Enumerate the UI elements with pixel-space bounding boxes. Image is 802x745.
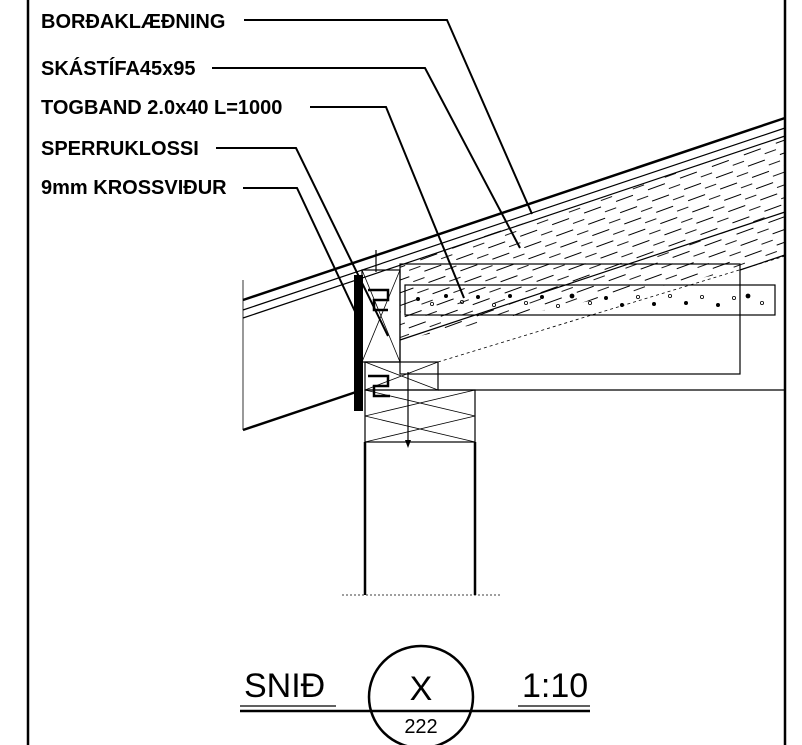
leader-tie-strap [310,106,465,299]
nail [375,250,411,448]
leader-rafter-block [216,147,389,337]
scale-label: 1:10 [522,667,588,705]
rafter-block [361,269,401,398]
label-plywood: 9mm KROSSVIÐUR [41,177,227,199]
tie-strap [404,284,776,316]
section-marker-circle [367,644,475,745]
plywood-sheathing [354,275,363,411]
drawing-frame [26,0,787,745]
wall-top-plate [364,361,476,443]
label-brace: SKÁSTÍFA45x95 [41,57,196,80]
callout-labels: BORÐAKLÆÐNING SKÁSTÍFA45x95 TOGBAND 2.0x… [41,11,282,199]
wall-stud [342,442,500,596]
leader-plywood [243,187,360,321]
label-tie-strap: TOGBAND 2.0x40 L=1000 [41,97,282,119]
label-rafter-block: SPERRUKLOSSI [41,138,199,160]
leader-lines [212,19,533,337]
marker-sheet: 222 [404,716,437,738]
leader-brace [212,67,521,249]
marker-letter: X [410,670,433,708]
rafter [399,136,786,341]
section-label: SNIÐ [244,667,325,705]
title-block: SNIÐ X 222 1:10 [240,644,590,745]
label-cladding: BORÐAKLÆÐNING [41,11,225,33]
leader-cladding [244,19,533,215]
overhang-soffit [242,254,786,432]
